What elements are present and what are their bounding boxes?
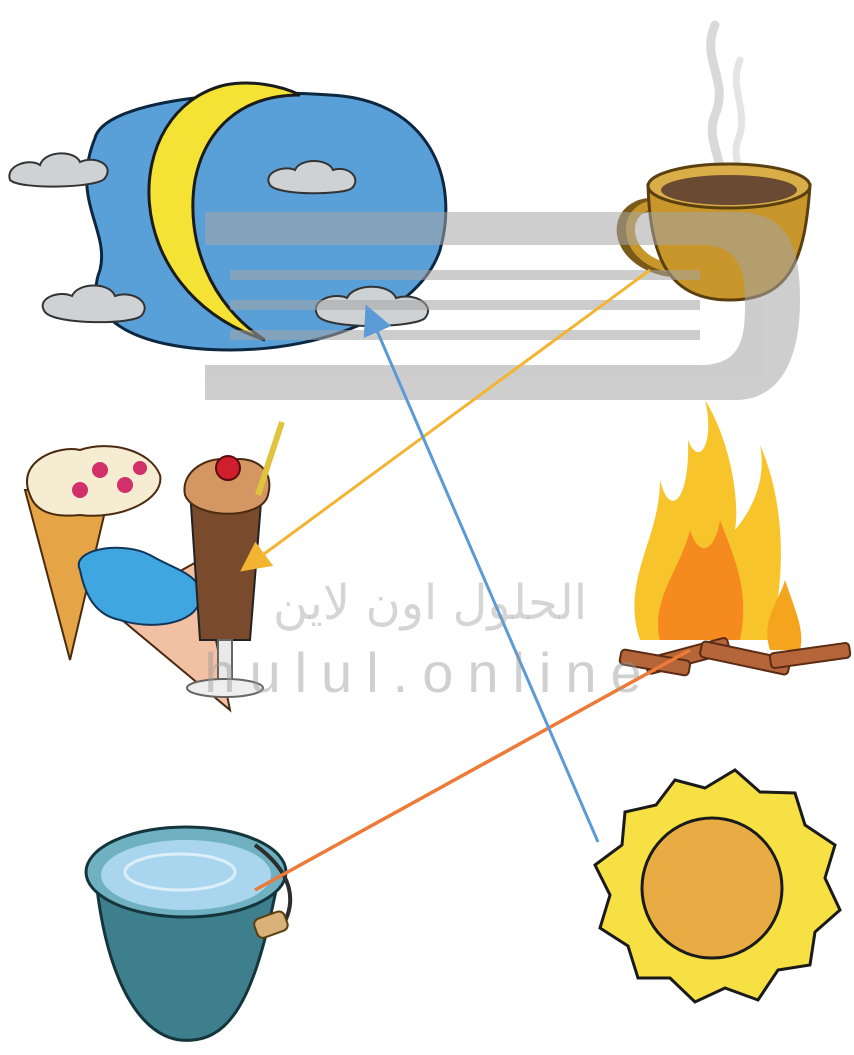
water-bucket-icon	[86, 827, 290, 1040]
campfire-icon	[619, 400, 851, 676]
sun-icon	[595, 770, 840, 1002]
watermark-logo	[205, 212, 800, 400]
watermark-text: hulul.online	[170, 640, 690, 705]
watermark-arabic: الحلول اون لاين	[170, 575, 690, 631]
